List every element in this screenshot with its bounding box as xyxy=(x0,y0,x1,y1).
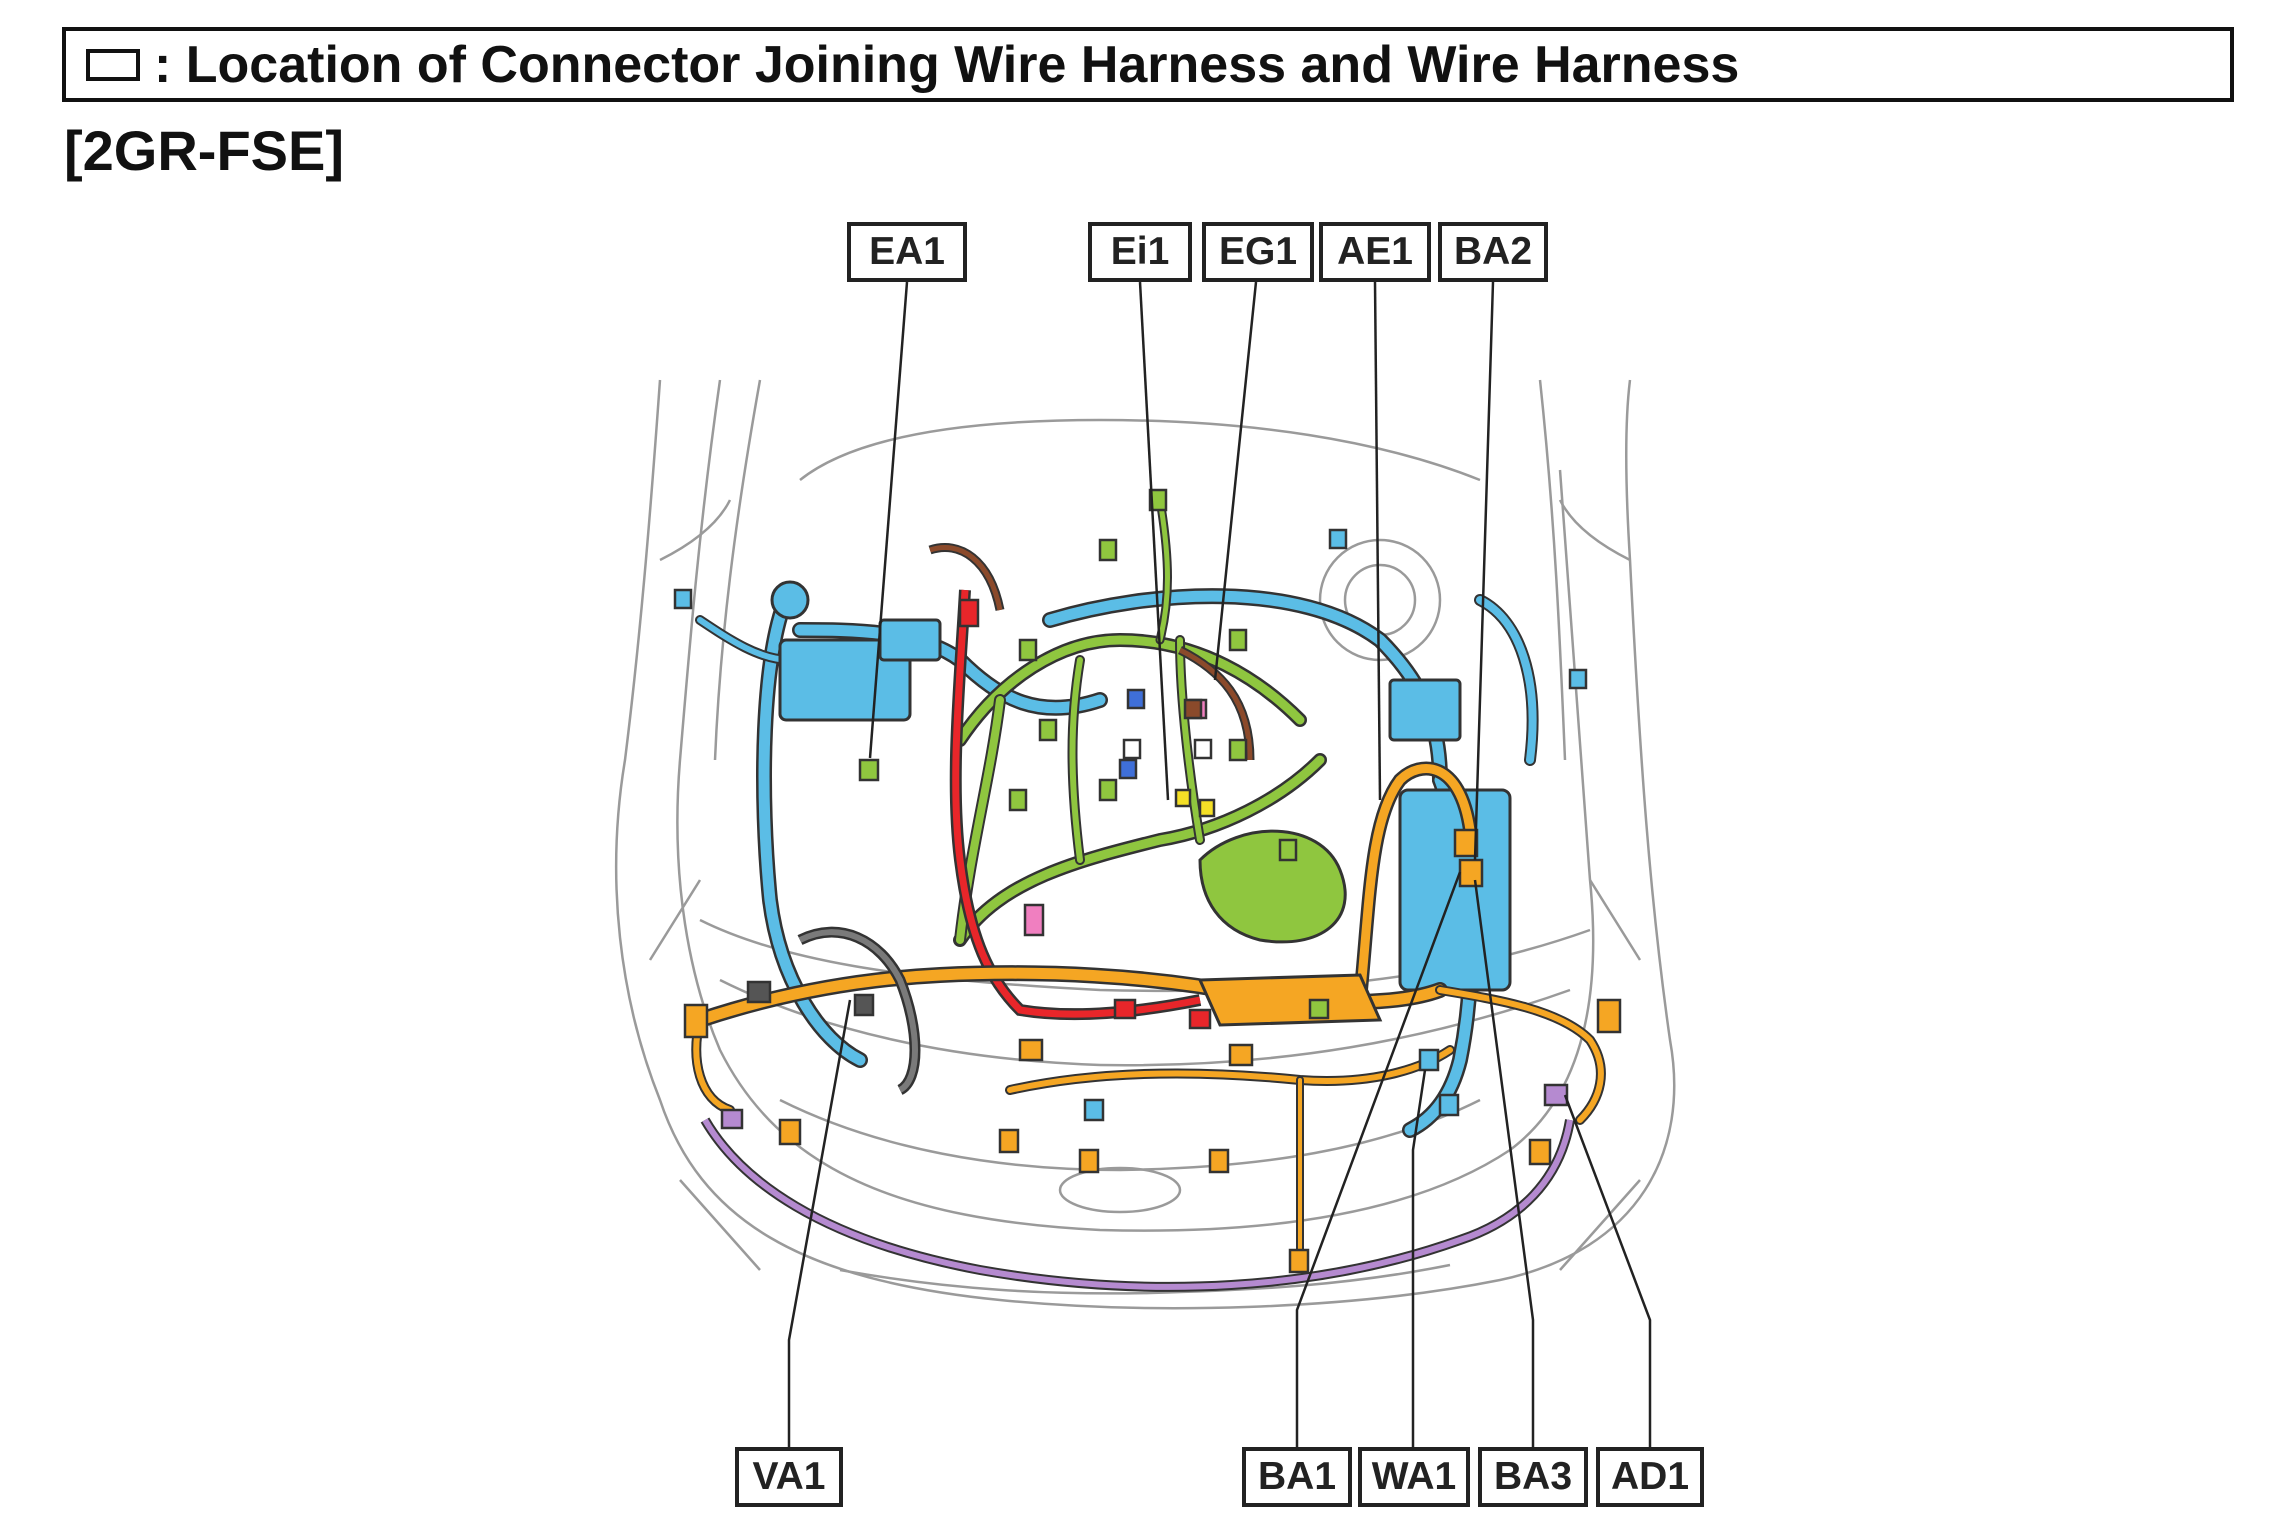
connector-label-ea1: EA1 xyxy=(847,222,967,282)
page-title: : Location of Connector Joining Wire Har… xyxy=(154,35,1740,94)
connector-label-ba1: BA1 xyxy=(1242,1447,1352,1507)
connector-label-va1: VA1 xyxy=(735,1447,843,1507)
connector-label-ba3: BA3 xyxy=(1478,1447,1588,1507)
orange-junction xyxy=(1197,973,1383,1027)
engine-label: [2GR-FSE] xyxy=(64,119,344,182)
green-harness xyxy=(953,495,1327,947)
connector-label-wa1: WA1 xyxy=(1358,1447,1470,1507)
small-connectors xyxy=(673,488,1622,1274)
leader-lines xyxy=(787,281,1652,1448)
brown-harness xyxy=(928,543,1255,761)
connector-label-eg1: EG1 xyxy=(1202,222,1314,282)
title-box: : Location of Connector Joining Wire Har… xyxy=(62,27,2234,102)
connector-label-ae1: AE1 xyxy=(1319,222,1431,282)
connector-label-ei1: Ei1 xyxy=(1088,222,1192,282)
green-intake-block xyxy=(1198,829,1347,944)
bumper-harness xyxy=(702,1118,1573,1290)
bumper-harness-outline xyxy=(700,1117,1575,1292)
connector-label-ba2: BA2 xyxy=(1438,222,1548,282)
legend-rectangle-icon xyxy=(86,48,140,81)
red-harness xyxy=(949,589,1202,1021)
connector-label-ad1: AD1 xyxy=(1596,1447,1704,1507)
